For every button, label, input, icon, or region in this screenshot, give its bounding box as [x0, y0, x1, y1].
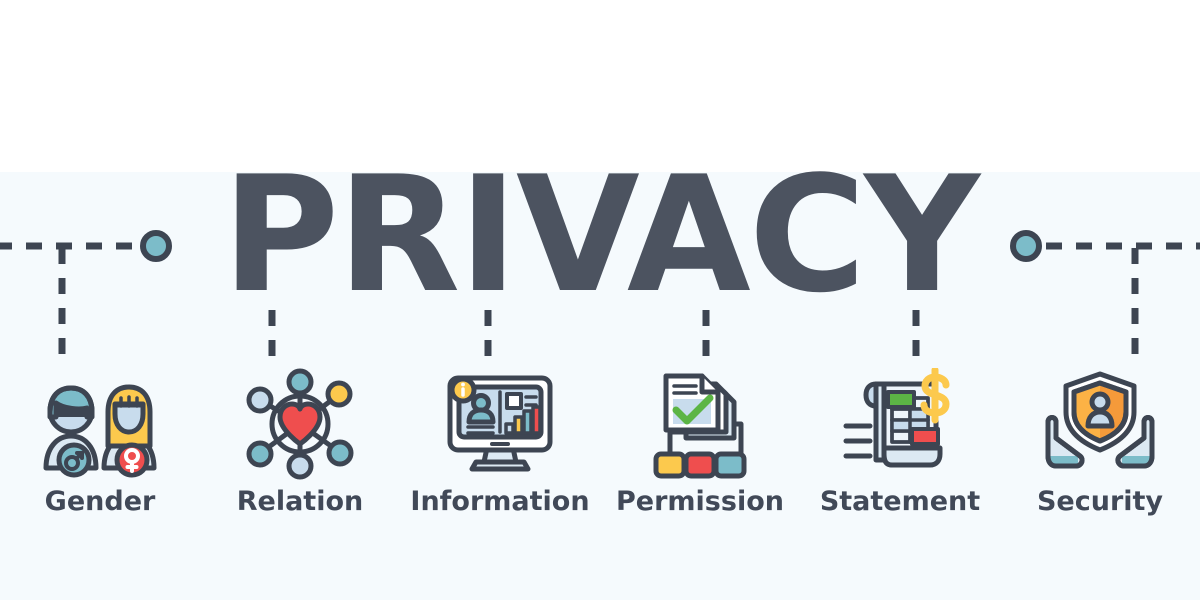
item-gender[interactable]: Gender	[0, 368, 200, 517]
statement-scroll-dollar-icon	[843, 368, 950, 468]
item-label-security: Security	[1036, 486, 1164, 517]
information-monitor-icon	[447, 375, 553, 472]
item-relation[interactable]: Relation	[200, 368, 400, 517]
item-label-permission: Permission	[616, 486, 784, 517]
page-title: PRIVACY	[221, 141, 980, 328]
security-shield-hands-icon	[1045, 371, 1155, 469]
item-statement[interactable]: Statement	[800, 368, 1000, 517]
item-label-statement: Statement	[819, 486, 981, 517]
item-information[interactable]: Information	[400, 368, 600, 517]
background-band-bottom	[0, 172, 1200, 600]
background-band-top	[0, 0, 1200, 172]
permission-document-check-icon	[653, 373, 747, 479]
item-permission[interactable]: Permission	[600, 368, 800, 517]
item-security[interactable]: Security	[1000, 368, 1200, 517]
item-label-information: Information	[410, 486, 590, 517]
gender-male-female-icon	[43, 384, 157, 478]
item-label-gender: Gender	[44, 486, 156, 517]
icon-row: Gender	[0, 368, 1200, 538]
relation-network-heart-icon	[246, 368, 354, 480]
item-label-relation: Relation	[236, 486, 364, 517]
